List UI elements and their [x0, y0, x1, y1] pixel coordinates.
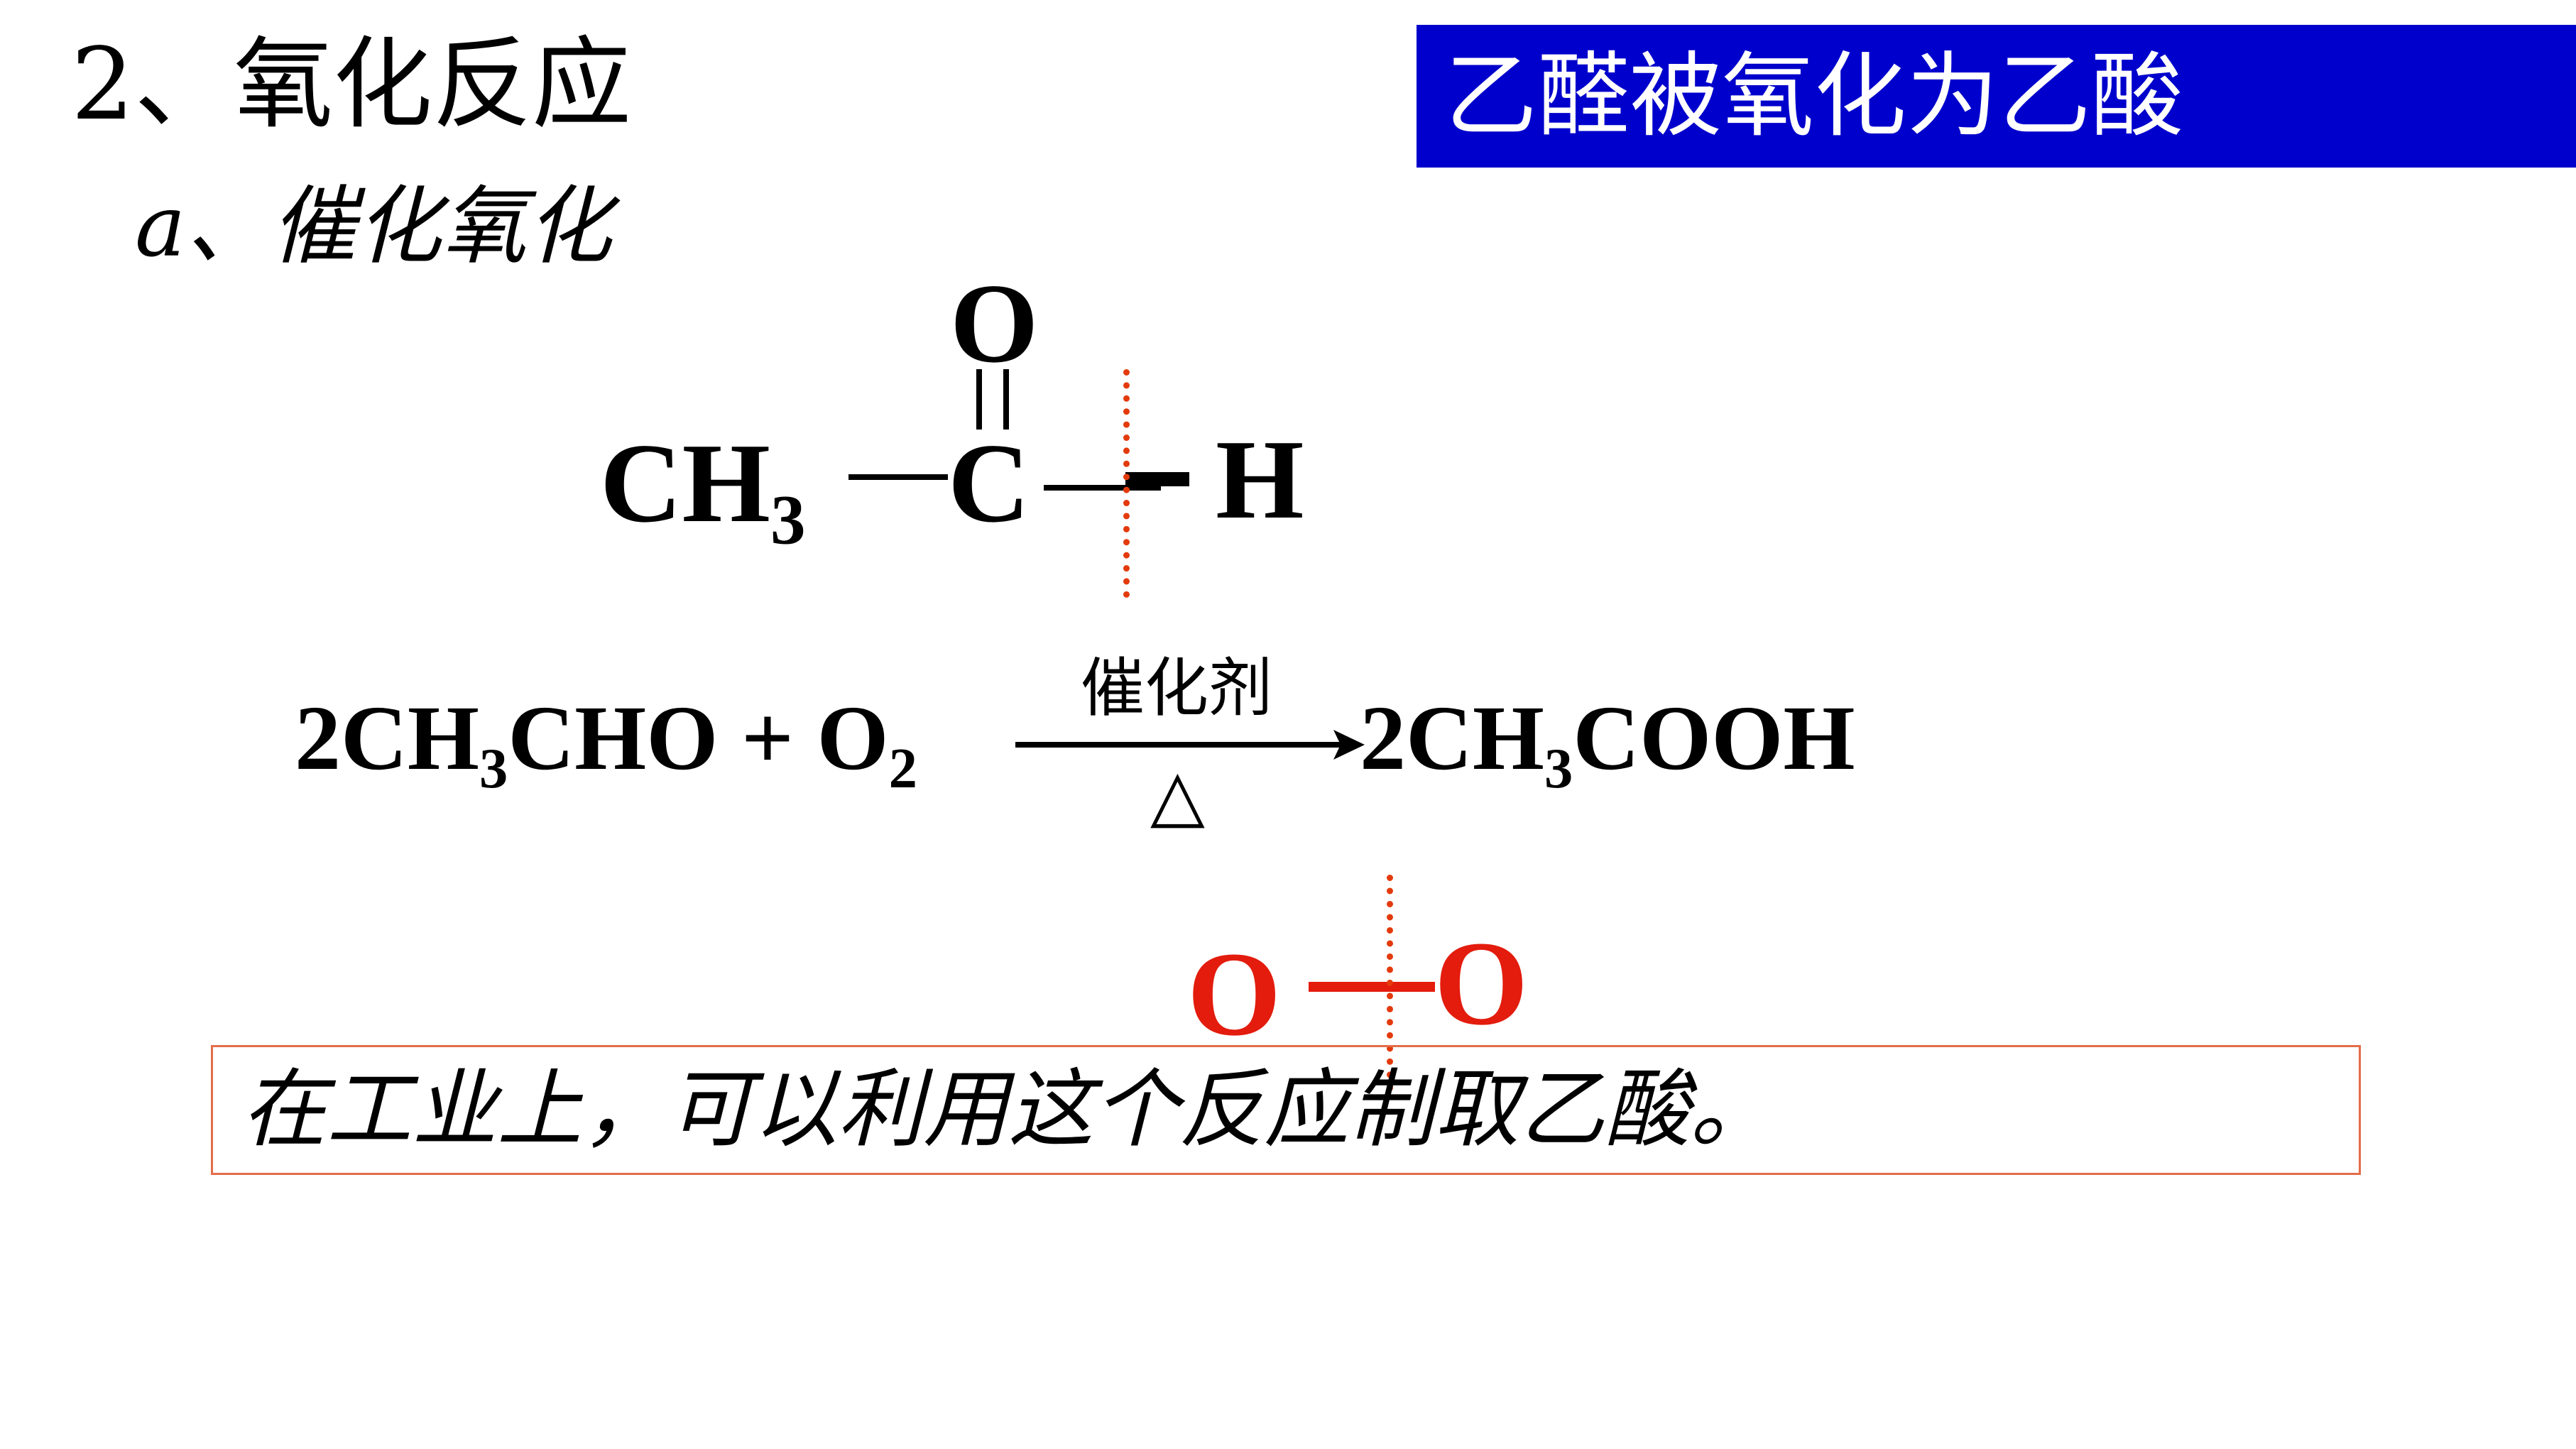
product-suffix: COOH: [1573, 687, 1855, 789]
methyl-label: CH: [600, 420, 770, 546]
title-banner: 乙醛被氧化为乙酸: [1417, 25, 2576, 168]
methyl-carbon-bond: [848, 474, 948, 480]
oxygen-cleavage-dashed-line: [1387, 875, 1393, 1091]
reaction-arrow-head: [1333, 730, 1365, 760]
oxygen-oxygen-bond: [1309, 982, 1435, 992]
carbonyl-carbon-atom: C: [948, 420, 1030, 546]
aldehyde-hydrogen-atom: H: [1216, 416, 1304, 542]
carbon-hydrogen-bond-right: [1125, 472, 1189, 486]
subsection-heading: a、催化氧化: [135, 177, 612, 276]
note-box: 在工业上，可以利用这个反应制取乙酸。: [211, 1045, 2361, 1175]
reactant-subscript-3: 3: [479, 736, 508, 800]
title-text: 乙醛被氧化为乙酸: [1445, 42, 2184, 150]
catalyst-label: 催化剂: [1081, 651, 1272, 726]
reactant-prefix: 2CH: [295, 687, 479, 789]
section-heading: 2、氧化反应: [71, 27, 632, 143]
product-prefix: 2CH: [1360, 687, 1544, 789]
bond-cleavage-dashed-line: [1123, 369, 1130, 598]
double-bond-line-left: [976, 369, 982, 430]
equation-products: 2CH3COOH: [1360, 685, 1855, 797]
carbon-hydrogen-bond-left: [1044, 485, 1161, 491]
methyl-group: CH3: [600, 419, 806, 556]
equation-reactants: 2CH3CHO + O2: [295, 685, 917, 797]
oxygen-subscript-2: 2: [888, 736, 917, 800]
heat-condition-symbol: △: [1150, 753, 1205, 836]
oxygen-atom-left: O: [1187, 927, 1282, 1061]
note-text: 在工业上，可以利用这个反应制取乙酸。: [241, 1061, 1775, 1159]
oxygen-atom-right: O: [1434, 917, 1529, 1050]
methyl-subscript: 3: [770, 481, 806, 559]
reaction-arrow-shaft: [1015, 742, 1356, 748]
carbonyl-oxygen-atom: O: [950, 260, 1039, 386]
product-subscript-3: 3: [1544, 736, 1573, 800]
double-bond-line-right: [1003, 369, 1009, 430]
reactant-middle: CHO + O: [508, 687, 889, 789]
